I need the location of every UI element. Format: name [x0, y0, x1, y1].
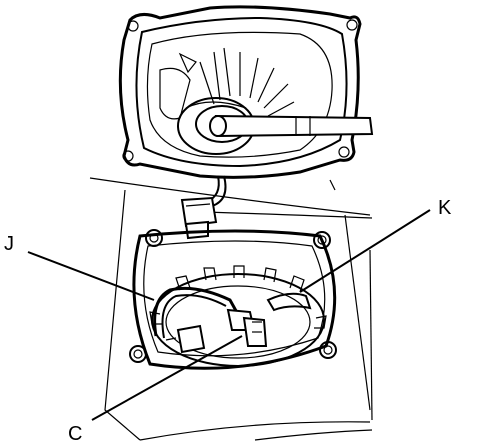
fuel-line-j — [153, 286, 242, 339]
access-hole — [132, 229, 337, 370]
callout-label-c: C — [68, 423, 82, 445]
callout-label-j: J — [4, 233, 14, 255]
leader-lines — [27, 209, 431, 421]
callout-label-k: K — [438, 197, 452, 219]
leader-line-c — [91, 335, 243, 421]
retainer-k — [266, 292, 312, 312]
body-panel — [89, 177, 373, 441]
quick-connector-c — [226, 308, 268, 347]
leader-line-k — [299, 209, 431, 293]
leader-line-j — [27, 251, 155, 301]
access-cover — [118, 5, 374, 179]
